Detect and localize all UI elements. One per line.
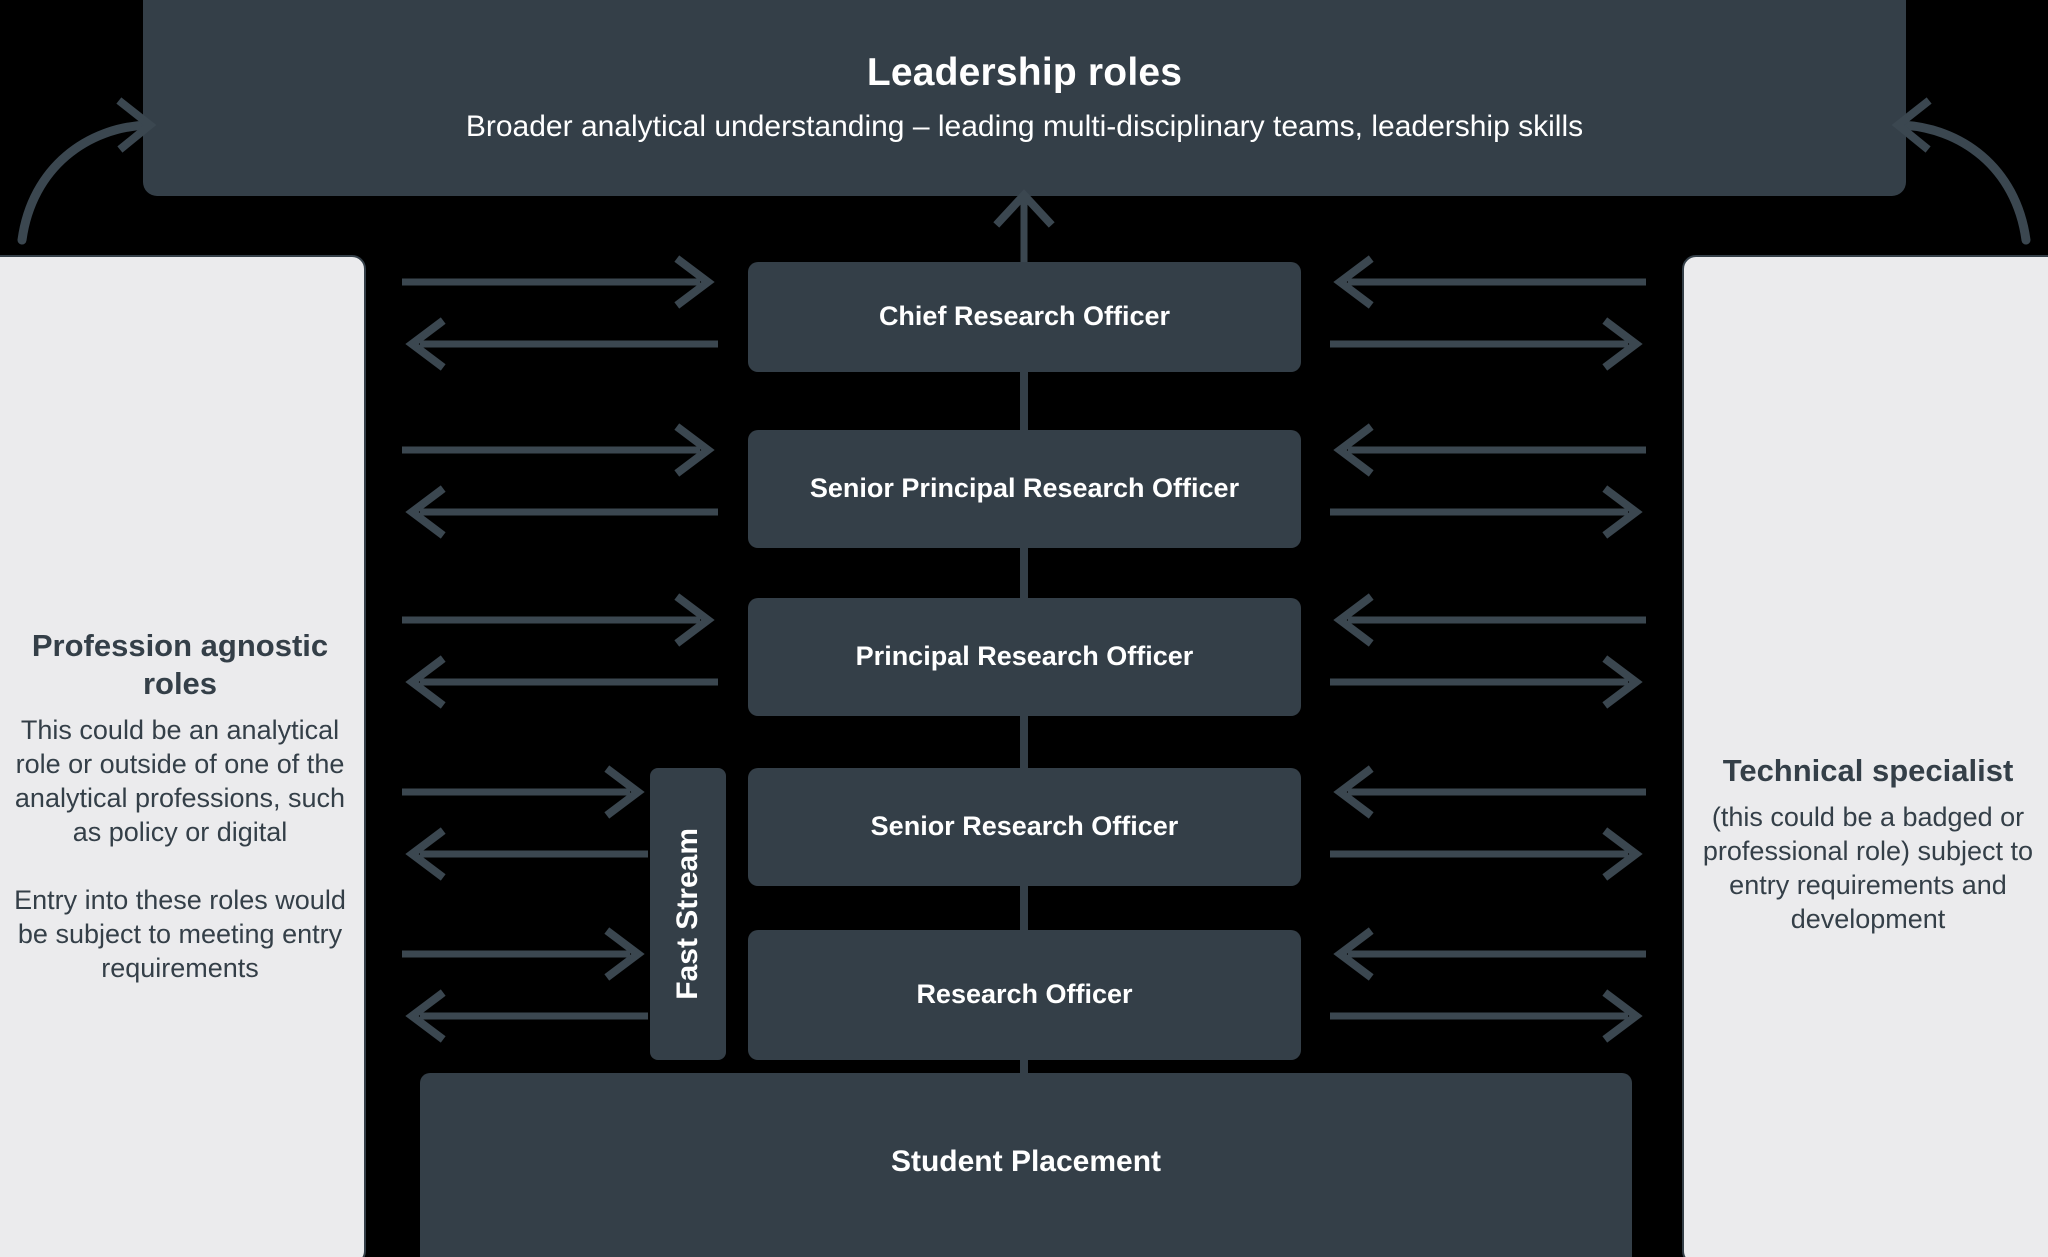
arrow-left-icon xyxy=(1333,255,1646,309)
arrow-left-icon xyxy=(1333,593,1646,647)
arrow-left-icon xyxy=(1333,927,1646,981)
arrow-right-icon xyxy=(1330,989,1643,1043)
arrow-right-icon xyxy=(402,765,645,819)
arrow-right-icon xyxy=(1330,827,1643,881)
leadership-roles-subtitle: Broader analytical understanding – leadi… xyxy=(465,110,1584,143)
role-label: Principal Research Officer xyxy=(855,641,1194,672)
arrow-right-icon xyxy=(402,423,715,477)
left-panel-title: Profession agnostic roles xyxy=(31,628,329,701)
arrow-right-icon xyxy=(1330,317,1643,371)
left-panel-body-2: Entry into these roles would be subject … xyxy=(14,884,346,983)
arrow-right-icon xyxy=(402,593,715,647)
arrow-up-icon xyxy=(993,189,1055,266)
curved-arrow-to-banner-left-icon xyxy=(17,97,157,245)
arrow-left-icon xyxy=(405,655,718,709)
arrow-left-icon xyxy=(1333,765,1646,819)
role-label: Senior Principal Research Officer xyxy=(809,473,1240,504)
role-box-principal-research-officer[interactable]: Principal Research Officer xyxy=(748,598,1301,716)
profession-agnostic-roles-panel: Profession agnostic roles This could be … xyxy=(0,255,366,1257)
arrow-left-icon xyxy=(405,317,718,371)
arrow-right-icon xyxy=(1330,655,1643,709)
leadership-roles-banner: Leadership roles Broader analytical unde… xyxy=(143,0,1906,196)
student-placement-label: Student Placement xyxy=(890,1145,1162,1178)
arrow-right-icon xyxy=(402,255,715,309)
role-box-chief-research-officer[interactable]: Chief Research Officer xyxy=(748,262,1301,372)
right-panel-body-1: (this could be a badged or professional … xyxy=(1702,801,2034,934)
arrow-left-icon xyxy=(1333,423,1646,477)
role-box-senior-principal-research-officer[interactable]: Senior Principal Research Officer xyxy=(748,430,1301,548)
curved-arrow-to-banner-right-icon xyxy=(1891,97,2031,245)
spine-segment xyxy=(1020,372,1028,430)
arrow-right-icon xyxy=(1330,485,1643,539)
technical-specialist-panel: Technical specialist (this could be a ba… xyxy=(1682,255,2048,1257)
student-placement-box[interactable]: Student Placement xyxy=(420,1073,1632,1257)
arrow-left-icon xyxy=(405,989,648,1043)
role-box-senior-research-officer[interactable]: Senior Research Officer xyxy=(748,768,1301,886)
fast-stream-box[interactable]: Fast Stream xyxy=(650,768,726,1060)
role-box-research-officer[interactable]: Research Officer xyxy=(748,930,1301,1060)
role-label: Chief Research Officer xyxy=(878,301,1171,332)
fast-stream-label: Fast Stream xyxy=(671,828,704,1000)
leadership-roles-title: Leadership roles xyxy=(866,51,1183,94)
arrow-right-icon xyxy=(402,927,645,981)
right-panel-title: Technical specialist xyxy=(1722,753,2014,789)
role-label: Senior Research Officer xyxy=(870,811,1179,842)
arrow-left-icon xyxy=(405,485,718,539)
left-panel-body-1: This could be an analytical role or outs… xyxy=(14,714,346,847)
arrow-left-icon xyxy=(405,827,648,881)
spine-segment xyxy=(1020,548,1028,598)
spine-segment xyxy=(1020,886,1028,930)
spine-segment xyxy=(1020,716,1028,768)
role-label: Research Officer xyxy=(916,979,1133,1010)
